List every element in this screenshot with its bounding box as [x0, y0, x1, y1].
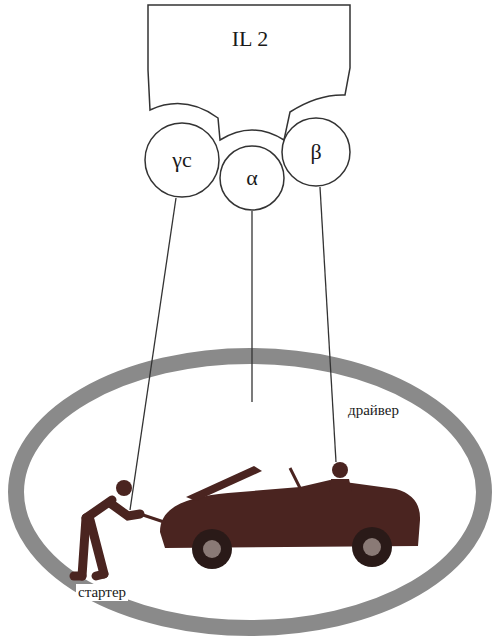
- leader-line: [251, 211, 252, 402]
- leader-line: [320, 187, 336, 462]
- car-figure: [160, 462, 420, 569]
- figure-label: стартер: [76, 584, 128, 601]
- leader-line: [130, 198, 176, 510]
- receptor-chain-name: β: [310, 139, 321, 165]
- receptor-chain-name: γc: [172, 147, 192, 173]
- receptor-circle: γc: [144, 122, 220, 198]
- receptor-circle: β: [281, 117, 351, 187]
- ligand-name: IL 2: [232, 26, 268, 52]
- starter-figure: [74, 480, 164, 576]
- receptor-circle: α: [219, 145, 285, 211]
- cell-outline: [16, 356, 484, 628]
- figure-label: драйвер: [346, 402, 401, 419]
- receptor-chain-name: α: [246, 165, 258, 191]
